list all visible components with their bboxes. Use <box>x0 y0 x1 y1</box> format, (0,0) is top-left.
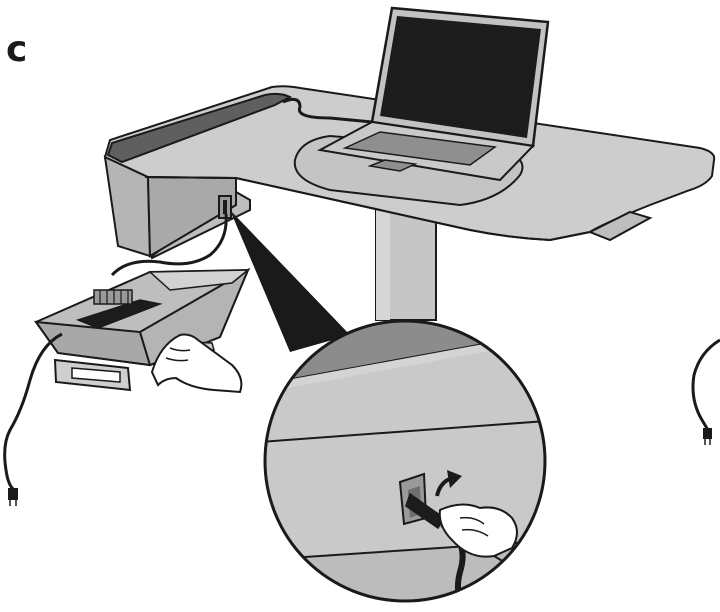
zoom-detail-circle <box>260 318 560 610</box>
power-plug-icon <box>8 488 18 506</box>
zoom-cone <box>230 210 350 352</box>
laptop <box>320 8 548 180</box>
loose-power-cable <box>5 334 62 490</box>
tray-cable-brush <box>94 290 132 304</box>
next-panel-cable <box>693 340 720 430</box>
desk-leg <box>376 205 436 320</box>
next-panel-plug-icon <box>703 428 712 445</box>
